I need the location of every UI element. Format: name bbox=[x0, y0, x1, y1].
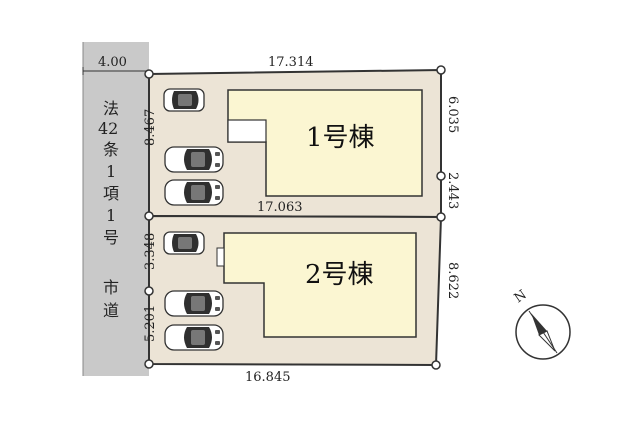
lot-2-right-dim: 8.622 bbox=[445, 262, 460, 299]
lot-1-right-lower-dim: 2.443 bbox=[445, 172, 460, 209]
car-icon bbox=[164, 179, 224, 206]
svg-text:道: 道 bbox=[103, 301, 119, 320]
building-1-label: 1号棟 bbox=[306, 123, 375, 153]
road-name: 法 42 条 1 項 1 号 bbox=[98, 99, 119, 247]
car-icon bbox=[164, 290, 224, 317]
lot-2-bottom-dim: 16.845 bbox=[245, 370, 291, 385]
svg-text:42: 42 bbox=[98, 119, 118, 138]
lot-1-top-dim: 17.314 bbox=[268, 55, 314, 70]
lot-2-left-upper-dim: 3.348 bbox=[143, 233, 158, 270]
lot-1-bottom-dim: 17.063 bbox=[257, 200, 303, 215]
road-width-label: 4.00 bbox=[98, 55, 127, 70]
compass-north-label: N bbox=[512, 287, 530, 306]
lot-1-left-dim: 8.467 bbox=[143, 109, 158, 146]
building-2-label: 2号棟 bbox=[305, 260, 374, 290]
lot-1-right-dim: 6.035 bbox=[445, 96, 460, 133]
lot-2-left-lower-dim: 5.201 bbox=[143, 305, 158, 342]
building-2 bbox=[223, 232, 417, 338]
svg-text:項: 項 bbox=[103, 184, 119, 203]
svg-text:市: 市 bbox=[103, 278, 119, 297]
compass-icon bbox=[515, 304, 571, 360]
svg-text:1: 1 bbox=[106, 162, 116, 181]
car-icon bbox=[163, 88, 205, 112]
boundary-points bbox=[144, 65, 446, 370]
road-strip bbox=[83, 42, 149, 376]
car-icon bbox=[164, 146, 224, 173]
car-icon bbox=[163, 231, 205, 255]
svg-text:号: 号 bbox=[103, 228, 119, 247]
road-type: 市 道 bbox=[103, 278, 119, 320]
car-icon bbox=[164, 324, 224, 351]
svg-text:法: 法 bbox=[103, 99, 119, 118]
building-2-porch bbox=[216, 247, 225, 267]
building-1-entrance bbox=[227, 119, 267, 143]
svg-text:1: 1 bbox=[106, 206, 116, 225]
svg-text:条: 条 bbox=[103, 140, 119, 159]
